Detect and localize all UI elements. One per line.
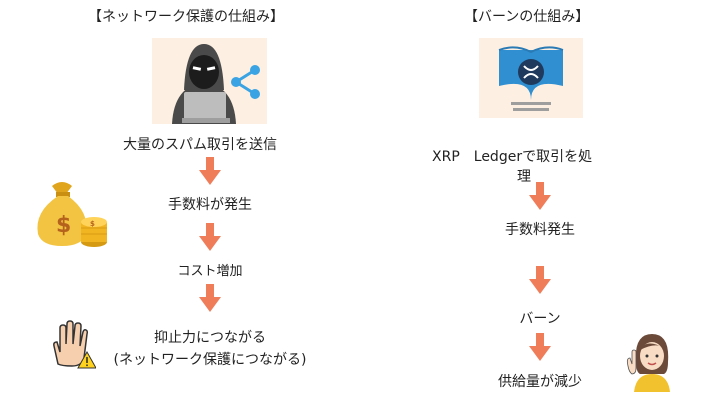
right-step-ledger: XRP Ledgerで取引を処 [432, 149, 593, 165]
right-step-burn: バーン [519, 311, 561, 327]
arrow-down-icon [529, 333, 551, 361]
svg-text:$: $ [90, 220, 95, 228]
hacker-laptop-icon [172, 44, 260, 124]
warning-icon [77, 350, 96, 369]
stop-hand-icon [53, 320, 96, 369]
svg-text:$: $ [56, 213, 71, 238]
left-step-spam: 大量のスパム取引を送信 [123, 137, 277, 153]
arrow-down-icon [199, 284, 221, 312]
left-step-cost: コスト増加 [177, 264, 243, 279]
left-step-protection: (ネットワーク保護につながる) [113, 352, 307, 368]
ledger-illustration [479, 38, 583, 118]
left-heading: 【ネットワーク保護の仕組み】 [88, 9, 284, 25]
woman-avatar-icon [626, 334, 670, 392]
arrow-down-icon [199, 157, 221, 185]
left-step-fee: 手数料が発生 [168, 197, 252, 213]
right-step-ledger-cont: 理 [517, 169, 531, 185]
arrow-down-icon [529, 266, 551, 294]
xrp-logo-icon [518, 59, 544, 85]
arrow-down-icon [199, 223, 221, 251]
right-heading: 【バーンの仕組み】 [464, 9, 590, 25]
money-bag-icon: $ $ [37, 182, 107, 247]
hacker-illustration [152, 38, 267, 124]
arrow-down-icon [529, 182, 551, 210]
left-step-deterrent: 抑止力につながる [154, 330, 266, 346]
ledger-book-icon [498, 46, 564, 111]
right-step-supply: 供給量が減少 [498, 374, 582, 390]
coin-stack-icon: $ [81, 217, 107, 247]
right-step-fee: 手数料発生 [505, 222, 575, 238]
share-icon [231, 65, 260, 99]
